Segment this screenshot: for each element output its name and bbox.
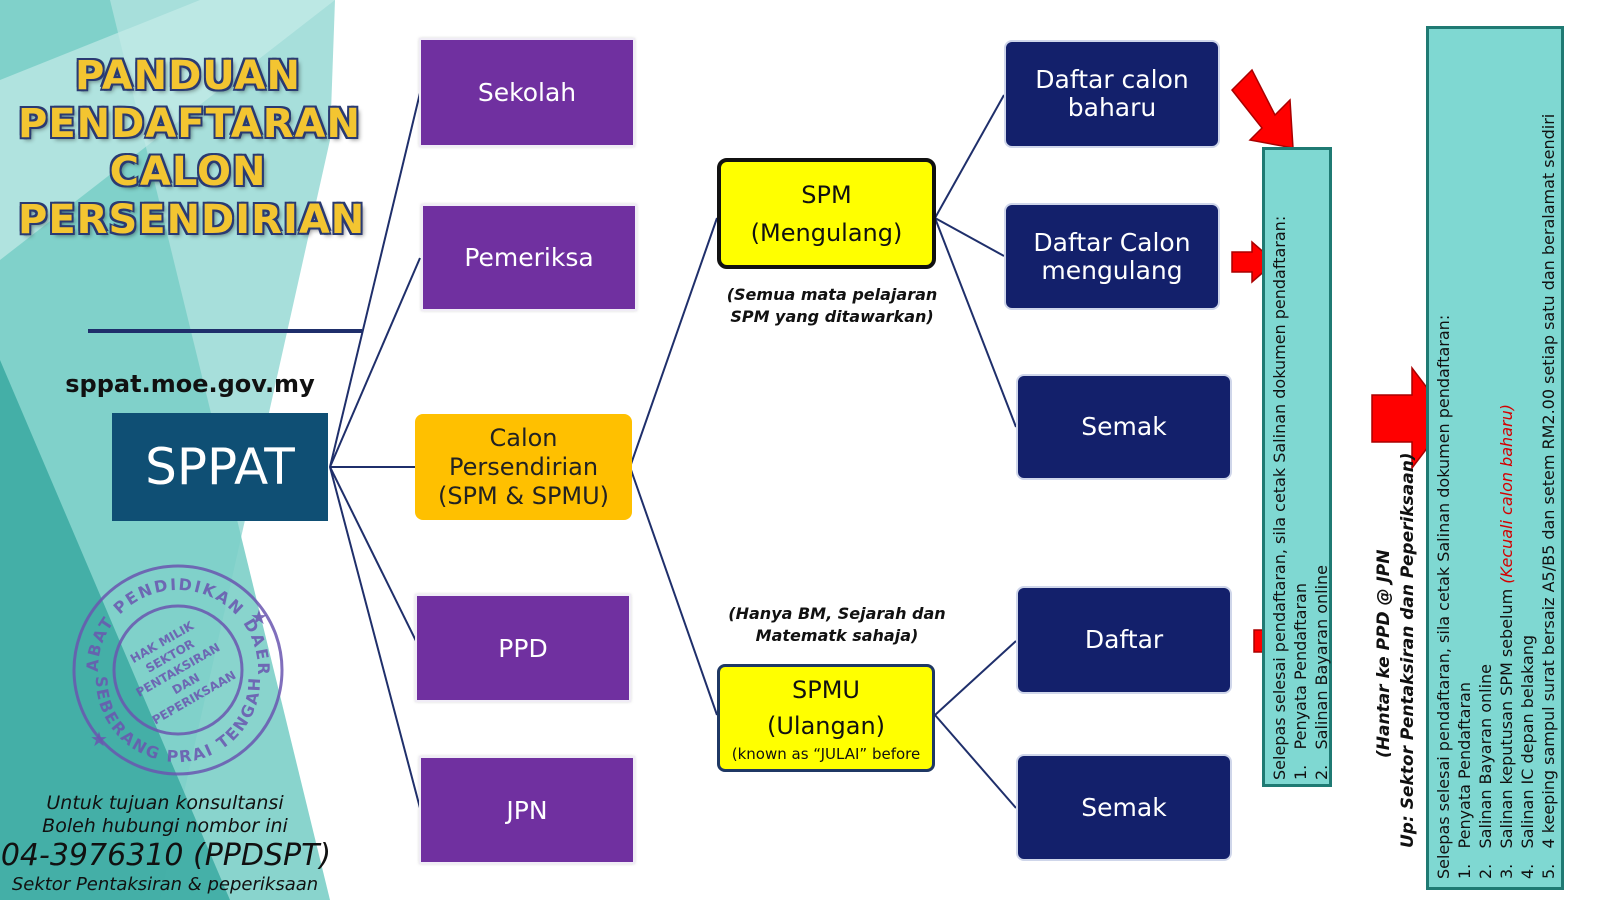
title-divider <box>88 329 362 333</box>
node-calon-persendirian: Calon Persendirian (SPM & SPMU) <box>415 414 632 520</box>
spm-panel-heading: Selepas selesai pendaftaran, sila cetak … <box>1270 215 1289 780</box>
contact-line-1: Untuk tujuan konsultansi <box>46 792 284 814</box>
calon-line-3: (SPM & SPMU) <box>437 481 610 510</box>
spmu-note-line-2: Matematk sahaja) <box>755 626 919 645</box>
spmu-line-3: (known as “JULAI” before <box>731 745 921 763</box>
node-spmu-ulangan: SPMU (Ulangan) (known as “JULAI” before <box>717 664 935 772</box>
final-documents-text: Selepas selesai pendaftaran, sila cetak … <box>1433 39 1559 879</box>
daftar-baharu-line-1: Daftar calon <box>1035 65 1189 94</box>
calon-line-1: Calon <box>489 423 558 452</box>
final-panel-item-3: 3. Salinan keputusan SPM sebelum (Kecual… <box>1496 39 1517 879</box>
title-line-2: PENDAFTARAN <box>18 101 361 147</box>
final-item-4-text: Salinan IC depan belakang <box>1518 634 1537 849</box>
office-stamp: PEJABAT PENDIDIKAN DAERAH SEBERANG PRAI … <box>68 560 284 776</box>
spm-panel-item-2: 2. Salinan Bayaran online <box>1311 160 1332 780</box>
node-spm-mengulang: SPM (Mengulang) <box>717 158 936 269</box>
spm-panel-item-1-text: Penyata Pendaftaran <box>1291 582 1310 750</box>
title-line-3: CALON <box>109 149 267 195</box>
stamp-star-left: ★ <box>90 727 108 751</box>
final-item-5-num: 5. <box>1539 863 1558 879</box>
final-item-3-note: (Kecuali calon baharu) <box>1497 404 1516 584</box>
contact-line-4: Sektor Pentaksiran & peperiksaan <box>11 874 319 895</box>
node-daftar-calon-baharu: Daftar calon baharu <box>1004 40 1220 148</box>
daftar-baharu-line-2: baharu <box>1067 93 1157 122</box>
spm-note-line-1: (Semua mata pelajaran <box>726 285 938 304</box>
final-panel-item-1: 1. Penyata Pendaftaran <box>1454 39 1475 879</box>
final-documents-panel: Selepas selesai pendaftaran, sila cetak … <box>1426 26 1564 890</box>
final-panel-item-2: 2. Salinan Bayaran online <box>1475 39 1496 879</box>
node-jpn: JPN <box>419 756 635 864</box>
final-item-3-num: 3. <box>1497 863 1516 879</box>
final-panel-heading: Selepas selesai pendaftaran, sila cetak … <box>1434 314 1453 879</box>
final-item-1-text: Penyata Pendaftaran <box>1455 681 1474 849</box>
contact-line-2: Boleh hubungi nombor ini <box>42 815 288 837</box>
submit-line-1: (Hantar ke PPD @ JPN <box>1374 549 1394 759</box>
guide-title: PANDUAN PENDAFTARAN CALON PERSENDIRIAN <box>18 52 366 244</box>
spmu-note: (Hanya BM, Sejarah dan Matematk sahaja) <box>712 603 962 647</box>
node-pemeriksa: Pemeriksa <box>421 204 637 311</box>
spmu-note-line-1: (Hanya BM, Sejarah dan <box>728 604 946 623</box>
website-url[interactable]: sppat.moe.gov.my <box>65 370 315 398</box>
daftar-mengulang-line-2: mengulang <box>1041 255 1183 285</box>
final-panel-item-4: 4. Salinan IC depan belakang <box>1517 39 1538 879</box>
spm-panel-item-2-text: Salinan Bayaran online <box>1312 564 1331 750</box>
sppat-root-box: SPPAT <box>112 413 328 521</box>
spm-note: (Semua mata pelajaran SPM yang ditawarka… <box>712 284 952 328</box>
spm-panel-item-1-num: 1. <box>1291 764 1310 780</box>
node-ppd: PPD <box>415 594 631 702</box>
node-semak-spm: Semak <box>1016 374 1232 480</box>
final-item-1-num: 1. <box>1455 863 1474 879</box>
final-item-2-num: 2. <box>1476 863 1495 879</box>
spm-line-2: (Mengulang) <box>750 218 903 247</box>
spm-documents-text: Selepas selesai pendaftaran, sila cetak … <box>1269 160 1332 780</box>
spmu-line-2: (Ulangan) <box>766 712 886 740</box>
arrow-diagonal <box>1230 68 1294 149</box>
node-daftar-spmu: Daftar <box>1016 586 1232 694</box>
title-line-1: PANDUAN <box>75 53 301 99</box>
daftar-mengulang-line-1: Daftar Calon <box>1033 227 1191 257</box>
spm-note-line-2: SPM yang ditawarkan) <box>730 307 934 326</box>
spm-line-1: SPM <box>801 180 852 209</box>
spm-documents-panel: Selepas selesai pendaftaran, sila cetak … <box>1262 147 1332 787</box>
node-daftar-calon-mengulang: Daftar Calon mengulang <box>1004 203 1220 310</box>
final-item-4-num: 4. <box>1518 863 1537 879</box>
node-sekolah: Sekolah <box>419 38 635 147</box>
submit-instruction: (Hantar ke PPD @ JPN Up: Sektor Pentaksi… <box>1372 452 1420 848</box>
final-item-3-text: Salinan keputusan SPM sebelum <box>1497 588 1516 849</box>
submit-line-2: Up: Sektor Pentaksiran dan Peperiksaan) <box>1398 452 1418 848</box>
contact-phone[interactable]: 04-3976310 (PPDSPT) <box>0 838 332 873</box>
stamp-star-right: ★ <box>250 605 268 629</box>
left-background-shapes <box>0 0 335 900</box>
spmu-line-1: SPMU <box>792 676 860 704</box>
final-item-2-text: Salinan Bayaran online <box>1476 663 1495 849</box>
final-item-5-text: 4 keeping sampul surat bersaiz A5/B5 dan… <box>1539 113 1558 849</box>
final-panel-item-5: 5. 4 keeping sampul surat bersaiz A5/B5 … <box>1538 39 1559 879</box>
node-semak-spmu: Semak <box>1016 754 1232 861</box>
spm-panel-item-1: 1. Penyata Pendaftaran <box>1290 160 1311 780</box>
title-line-4: PERSENDIRIAN <box>18 197 366 243</box>
spm-panel-item-2-num: 2. <box>1312 764 1331 780</box>
calon-line-2: Persendirian <box>448 452 599 481</box>
